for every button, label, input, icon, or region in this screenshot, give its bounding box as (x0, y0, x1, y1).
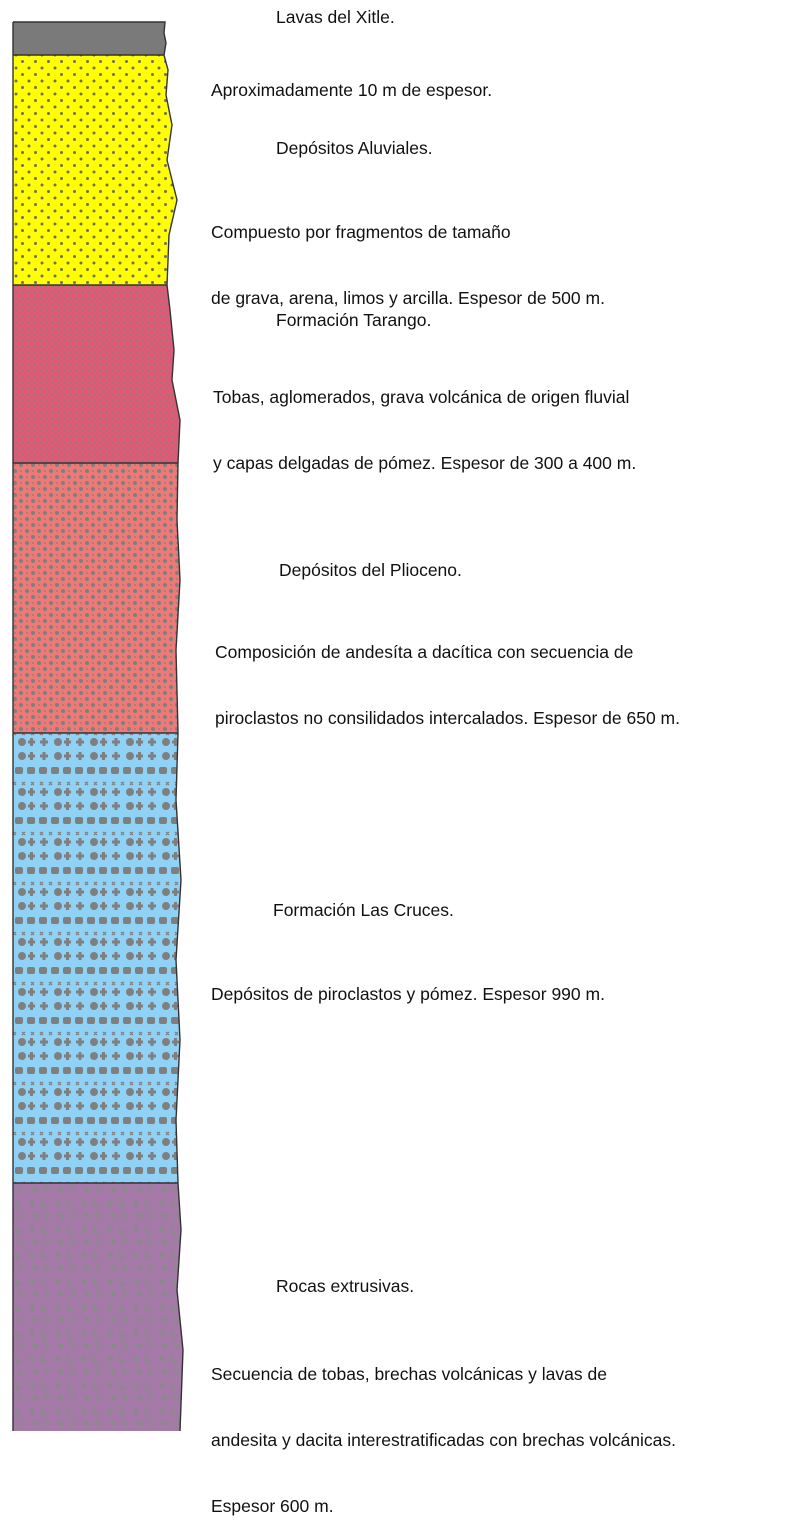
layer-name-plioceno: Depósitos del Plioceno. (279, 560, 462, 580)
description-line: Espesor 600 m. (211, 1496, 334, 1516)
layer-aluviales-pattern (13, 55, 177, 285)
layer-name-aluviales: Depósitos Aluviales. (276, 138, 433, 158)
layer-description-xitle: Aproximadamente 10 m de espesor. (211, 35, 492, 123)
description-line: andesita y dacita interestratificadas co… (211, 1430, 676, 1450)
description-line: y capas delgadas de pómez. Espesor de 30… (213, 453, 637, 473)
description-line: piroclastos no consilidados intercalados… (215, 708, 680, 728)
layer-name-xitle: Lavas del Xitle. (276, 7, 395, 27)
description-line: Compuesto por fragmentos de tamaño (211, 222, 511, 242)
layer-las-cruces-pattern (13, 733, 181, 1183)
layer-tarango-pattern (13, 285, 180, 463)
layer-description-tarango: Tobas, aglomerados, grava volcánica de o… (213, 342, 636, 496)
layer-description-extrusivas: Secuencia de tobas, brechas volcánicas y… (211, 1319, 676, 1539)
layer-description-aluviales: Compuesto por fragmentos de tamaño de gr… (211, 177, 605, 331)
layer-name-tarango: Formación Tarango. (276, 310, 432, 330)
description-line: de grava, arena, limos y arcilla. Espeso… (211, 288, 605, 308)
description-line: Secuencia de tobas, brechas volcánicas y… (211, 1364, 607, 1384)
layer-xitle (13, 22, 166, 55)
description-line: Aproximadamente 10 m de espesor. (211, 80, 493, 100)
layer-description-las-cruces: Depósitos de piroclastos y pómez. Espeso… (211, 939, 605, 1027)
layer-name-extrusivas: Rocas extrusivas. (276, 1276, 415, 1296)
layer-name-las-cruces: Formación Las Cruces. (273, 900, 454, 920)
description-line: Depósitos de piroclastos y pómez. Espeso… (211, 984, 605, 1004)
description-line: Tobas, aglomerados, grava volcánica de o… (213, 387, 630, 407)
layer-extrusivas-pattern (13, 1183, 183, 1431)
stratigraphic-column (12, 21, 184, 1431)
layer-plioceno-pattern (13, 463, 180, 733)
column-outline (12, 21, 184, 1431)
description-line: Composición de andesíta a dacítica con s… (215, 642, 634, 662)
layer-description-plioceno: Composición de andesíta a dacítica con s… (215, 597, 680, 751)
